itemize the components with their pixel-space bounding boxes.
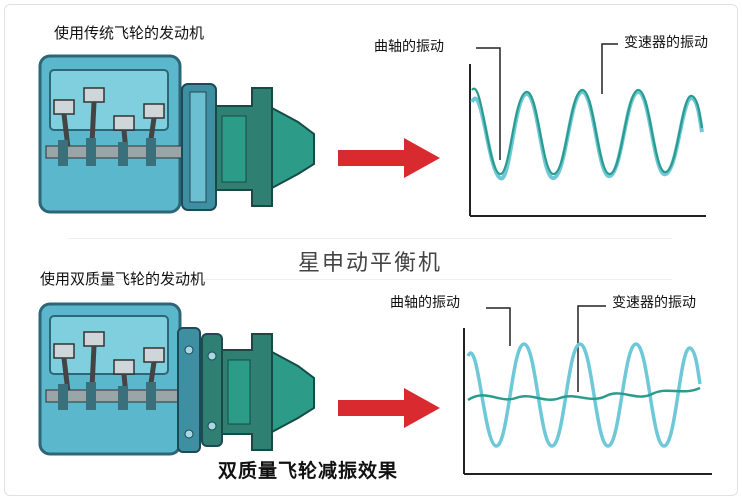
bottom-crank-label: 曲轴的振动 — [390, 295, 460, 311]
top-arrow-icon — [338, 138, 440, 178]
bottom-trans-label: 变速器的振动 — [612, 295, 696, 311]
bottom-trans-wave — [467, 386, 701, 402]
watermark-band: 星申动平衡机 — [68, 238, 672, 280]
bottom-vibration-graph — [463, 305, 712, 475]
top-engine-label: 使用传统飞轮的发动机 — [54, 24, 205, 42]
bottom-engine-label: 使用双质量飞轮的发动机 — [40, 270, 206, 288]
top-trans-label: 变速器的振动 — [624, 35, 708, 51]
top-vibration-graph — [469, 43, 706, 217]
figure-caption: 双质量飞轮减振效果 — [218, 460, 399, 482]
watermark-text: 星申动平衡机 — [297, 251, 442, 276]
top-crank-label: 曲轴的振动 — [374, 39, 444, 55]
top-trans-wave — [471, 87, 704, 176]
top-engine-illustration — [38, 54, 315, 214]
bottom-arrow-icon — [338, 388, 440, 428]
bottom-crank-wave — [466, 342, 702, 448]
bottom-engine-illustration — [38, 302, 315, 456]
